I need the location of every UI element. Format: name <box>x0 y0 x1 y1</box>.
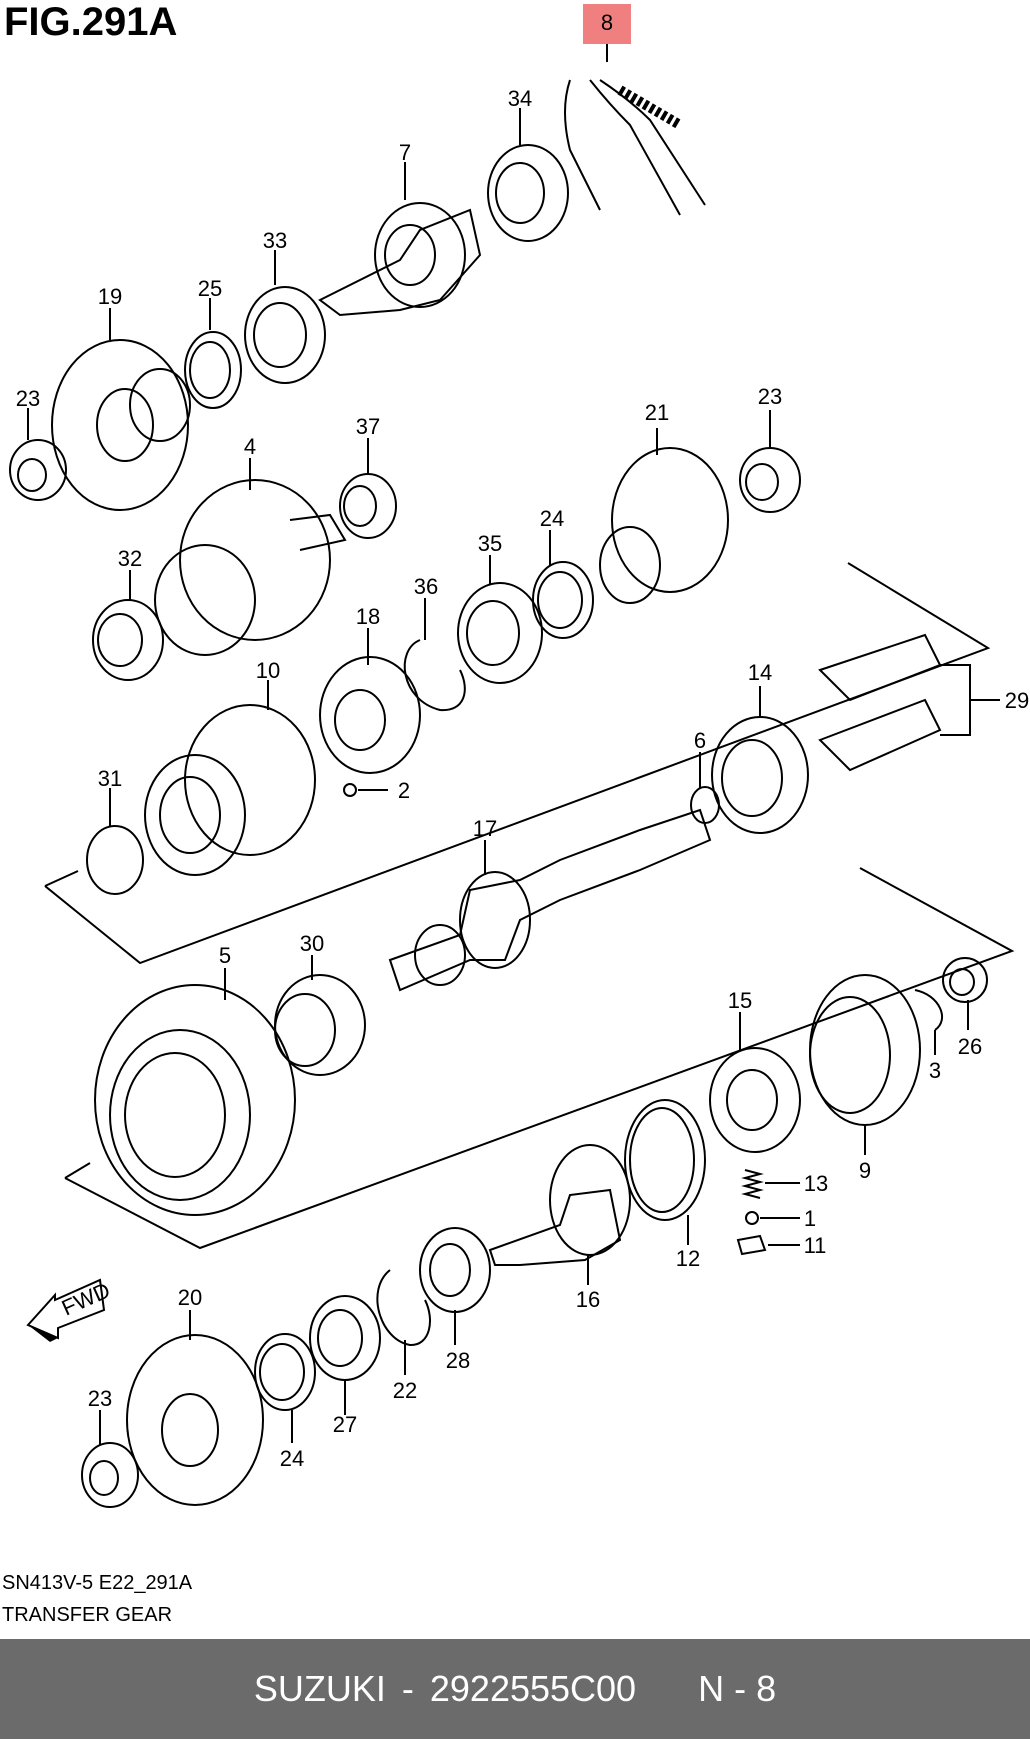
callout-22[interactable]: 22 <box>393 1378 417 1403</box>
callout-23[interactable]: 23 <box>88 1386 112 1411</box>
callout-8[interactable]: 8 <box>601 10 613 35</box>
callout-18[interactable]: 18 <box>356 604 380 629</box>
callout-12[interactable]: 12 <box>676 1246 700 1271</box>
callout-34[interactable]: 34 <box>508 86 532 111</box>
figure-code: SN413V-5 E22_291A <box>2 1572 193 1594</box>
callout-9[interactable]: 9 <box>859 1158 871 1183</box>
exploded-parts-diagram: FWD 8 34 7 33 25 19 23 37 4 21 23 32 35 … <box>9 4 1029 1508</box>
callout-33[interactable]: 33 <box>263 228 287 253</box>
callout-2[interactable]: 2 <box>398 778 410 803</box>
callout-21[interactable]: 21 <box>645 400 669 425</box>
part-number: 2922555C00 <box>429 1668 637 1709</box>
callout-27[interactable]: 27 <box>333 1412 357 1437</box>
diagram-position: N - 8 <box>698 1668 777 1709</box>
callout-7[interactable]: 7 <box>399 140 411 165</box>
footer-separator: - <box>401 1668 414 1709</box>
figure-title: FIG.291A <box>4 0 178 44</box>
callout-26[interactable]: 26 <box>958 1034 982 1059</box>
callout-1[interactable]: 1 <box>804 1206 816 1231</box>
callout-31[interactable]: 31 <box>98 766 122 791</box>
callout-25[interactable]: 25 <box>198 276 222 301</box>
callout-11[interactable]: 11 <box>804 1233 827 1258</box>
callout-17[interactable]: 17 <box>473 816 497 841</box>
callout-10[interactable]: 10 <box>256 658 280 683</box>
callout-29[interactable]: 29 <box>1005 688 1029 713</box>
callout-28[interactable]: 28 <box>446 1348 470 1373</box>
callout-35[interactable]: 35 <box>478 531 502 556</box>
callout-15[interactable]: 15 <box>728 988 752 1013</box>
fwd-arrow-icon: FWD <box>26 1277 114 1342</box>
part-footer-bar: SUZUKI - 2922555C00 N - 8 <box>0 1639 1030 1739</box>
callout-13[interactable]: 13 <box>804 1171 828 1196</box>
callout-24[interactable]: 24 <box>280 1446 304 1471</box>
highlighted-callout-box <box>583 4 631 44</box>
callout-14[interactable]: 14 <box>748 660 772 685</box>
callout-30[interactable]: 30 <box>300 931 324 956</box>
callout-36[interactable]: 36 <box>414 574 438 599</box>
brand-name: SUZUKI <box>253 1668 386 1709</box>
callout-20[interactable]: 20 <box>178 1285 202 1310</box>
callout-6[interactable]: 6 <box>694 728 706 753</box>
callout-23[interactable]: 23 <box>758 384 782 409</box>
callout-4[interactable]: 4 <box>244 434 256 459</box>
callout-37[interactable]: 37 <box>356 414 380 439</box>
callout-16[interactable]: 16 <box>576 1287 600 1312</box>
callout-23[interactable]: 23 <box>16 386 40 411</box>
figure-name: TRANSFER GEAR <box>2 1604 173 1626</box>
callout-32[interactable]: 32 <box>118 546 142 571</box>
callout-5[interactable]: 5 <box>219 943 231 968</box>
callout-24[interactable]: 24 <box>540 506 564 531</box>
callout-19[interactable]: 19 <box>98 284 122 309</box>
callout-3[interactable]: 3 <box>929 1058 941 1083</box>
